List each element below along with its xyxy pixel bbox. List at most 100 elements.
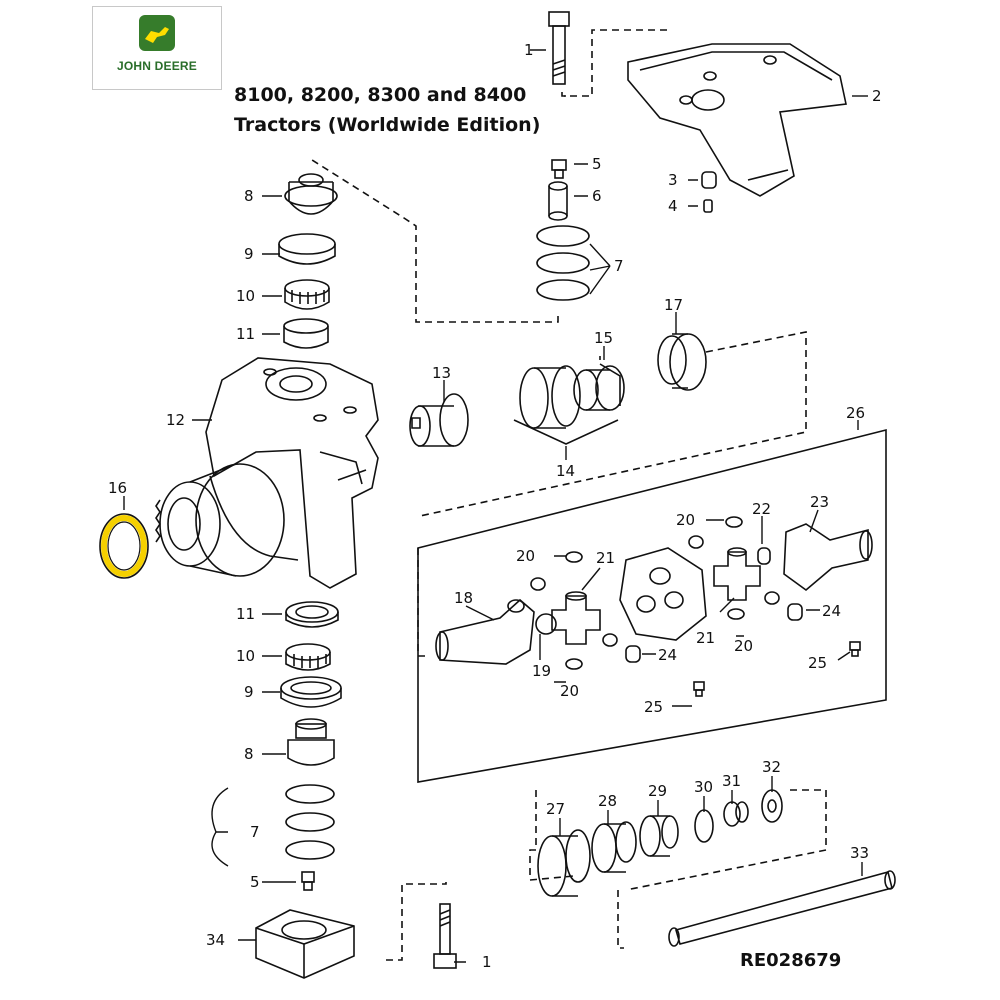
- drawing-code: RE028679: [740, 950, 842, 971]
- part-snap-rings: [530, 516, 780, 670]
- part-kingpin-upper: [284, 173, 338, 215]
- callout-22: 22: [752, 500, 771, 518]
- part-seal-17: [657, 333, 707, 391]
- callout-8-lower: 8: [244, 745, 254, 763]
- part-bearing-24b: [787, 603, 803, 621]
- part-fitting: [551, 159, 567, 179]
- part-hub-13: [409, 393, 469, 447]
- leader-dashed-6: [529, 790, 575, 881]
- leader-dashed-7: [625, 789, 827, 891]
- leader-dashed-3: [386, 882, 447, 961]
- part-bearing-24a: [625, 645, 641, 663]
- callout-12: 12: [166, 411, 185, 429]
- deer-logo-icon: [139, 15, 175, 51]
- part-center-housing: [619, 547, 707, 641]
- callout-24-b: 24: [822, 602, 841, 620]
- callout-23: 23: [810, 493, 829, 511]
- callout-31: 31: [722, 772, 741, 790]
- part-bracket-plate: [627, 43, 847, 197]
- diagram-title-line-1: 8100, 8200, 8300 and 8400: [234, 84, 527, 106]
- part-shims-upper: [536, 225, 590, 301]
- callout-7-lower: 7: [250, 823, 260, 841]
- callout-16: 16: [108, 479, 127, 497]
- part-cone-lower: [285, 643, 331, 671]
- part-27: [537, 829, 591, 897]
- part-31: [723, 801, 749, 827]
- part-fitting-lower: [301, 871, 315, 891]
- callout-20-c: 20: [676, 511, 695, 529]
- callout-11: 11: [236, 325, 255, 343]
- callout-labels: 1 2 3 4 5 6 7 8 9 10 11 12 13 14 15 16 1…: [108, 41, 882, 971]
- bracket-14: [513, 419, 619, 445]
- callout-33: 33: [850, 844, 869, 862]
- part-pin: [703, 199, 713, 213]
- part-dowel: [548, 181, 568, 221]
- part-axle-shaft: [668, 870, 896, 947]
- callout-25-b: 25: [644, 698, 663, 716]
- part-yoke-23: [783, 523, 873, 592]
- part-race-upper: [283, 318, 329, 349]
- leader-dashed: [561, 29, 670, 97]
- callout-18: 18: [454, 589, 473, 607]
- part-cup-upper: [278, 233, 336, 265]
- callout-9-lower: 9: [244, 683, 254, 701]
- callout-30: 30: [694, 778, 713, 796]
- part-bushing: [701, 171, 717, 189]
- part-ring-16-highlighted: [99, 513, 149, 579]
- callout-1-lower: 1: [482, 953, 492, 971]
- part-grease-fitting-a: [849, 641, 861, 657]
- brand-logo: JOHN DEERE: [92, 6, 222, 90]
- diagram-title-line-2: Tractors (Worldwide Edition): [234, 114, 541, 136]
- callout-6: 6: [592, 187, 602, 205]
- part-shims-lower: [285, 784, 335, 860]
- callout-17: 17: [664, 296, 683, 314]
- leader-dashed-2: [311, 159, 559, 323]
- brand-name: JOHN DEERE: [116, 59, 198, 73]
- callout-21-b: 21: [696, 629, 715, 647]
- callout-9: 9: [244, 245, 254, 263]
- callout-29: 29: [648, 782, 667, 800]
- part-race-lower: [285, 601, 339, 628]
- callout-28: 28: [598, 792, 617, 810]
- part-grease-fitting-b: [693, 681, 705, 697]
- part-cross-21b: [713, 547, 761, 601]
- part-cone-upper: [284, 279, 330, 310]
- ujoint-group-box: [417, 428, 887, 783]
- part-cover-plate: [255, 909, 355, 979]
- callout-21-a: 21: [596, 549, 615, 567]
- part-cup-lower: [280, 676, 342, 708]
- callout-5: 5: [592, 155, 602, 173]
- leader-lines: [123, 49, 868, 963]
- part-bolt-top: [548, 11, 570, 85]
- callout-24-a: 24: [658, 646, 677, 664]
- part-bolt-bottom: [433, 903, 457, 969]
- callout-11-lower: 11: [236, 605, 255, 623]
- part-bearing-14: [519, 365, 581, 429]
- callout-10-lower: 10: [236, 647, 255, 665]
- callout-10: 10: [236, 287, 255, 305]
- part-28: [591, 821, 637, 873]
- callout-4: 4: [668, 197, 678, 215]
- callout-8: 8: [244, 187, 254, 205]
- callout-25-a: 25: [808, 654, 827, 672]
- callout-15: 15: [594, 329, 613, 347]
- callout-27: 27: [546, 800, 565, 818]
- callout-32: 32: [762, 758, 781, 776]
- part-30: [694, 809, 714, 843]
- part-yoke-18: [435, 598, 535, 665]
- bracket-15: [599, 356, 621, 406]
- leader-dashed-8: [617, 890, 624, 949]
- part-cap-19: [535, 613, 557, 635]
- callout-19: 19: [532, 662, 551, 680]
- part-kingpin-lower: [287, 718, 335, 766]
- callout-1: 1: [524, 41, 534, 59]
- leader-dashed-5: [417, 548, 430, 657]
- part-cross-21a: [551, 591, 601, 645]
- part-sleeve-15: [573, 365, 625, 411]
- callout-5-lower: 5: [250, 873, 260, 891]
- callout-20-b: 20: [560, 682, 579, 700]
- callout-3: 3: [668, 171, 678, 189]
- leader-dashed-4: [419, 331, 807, 517]
